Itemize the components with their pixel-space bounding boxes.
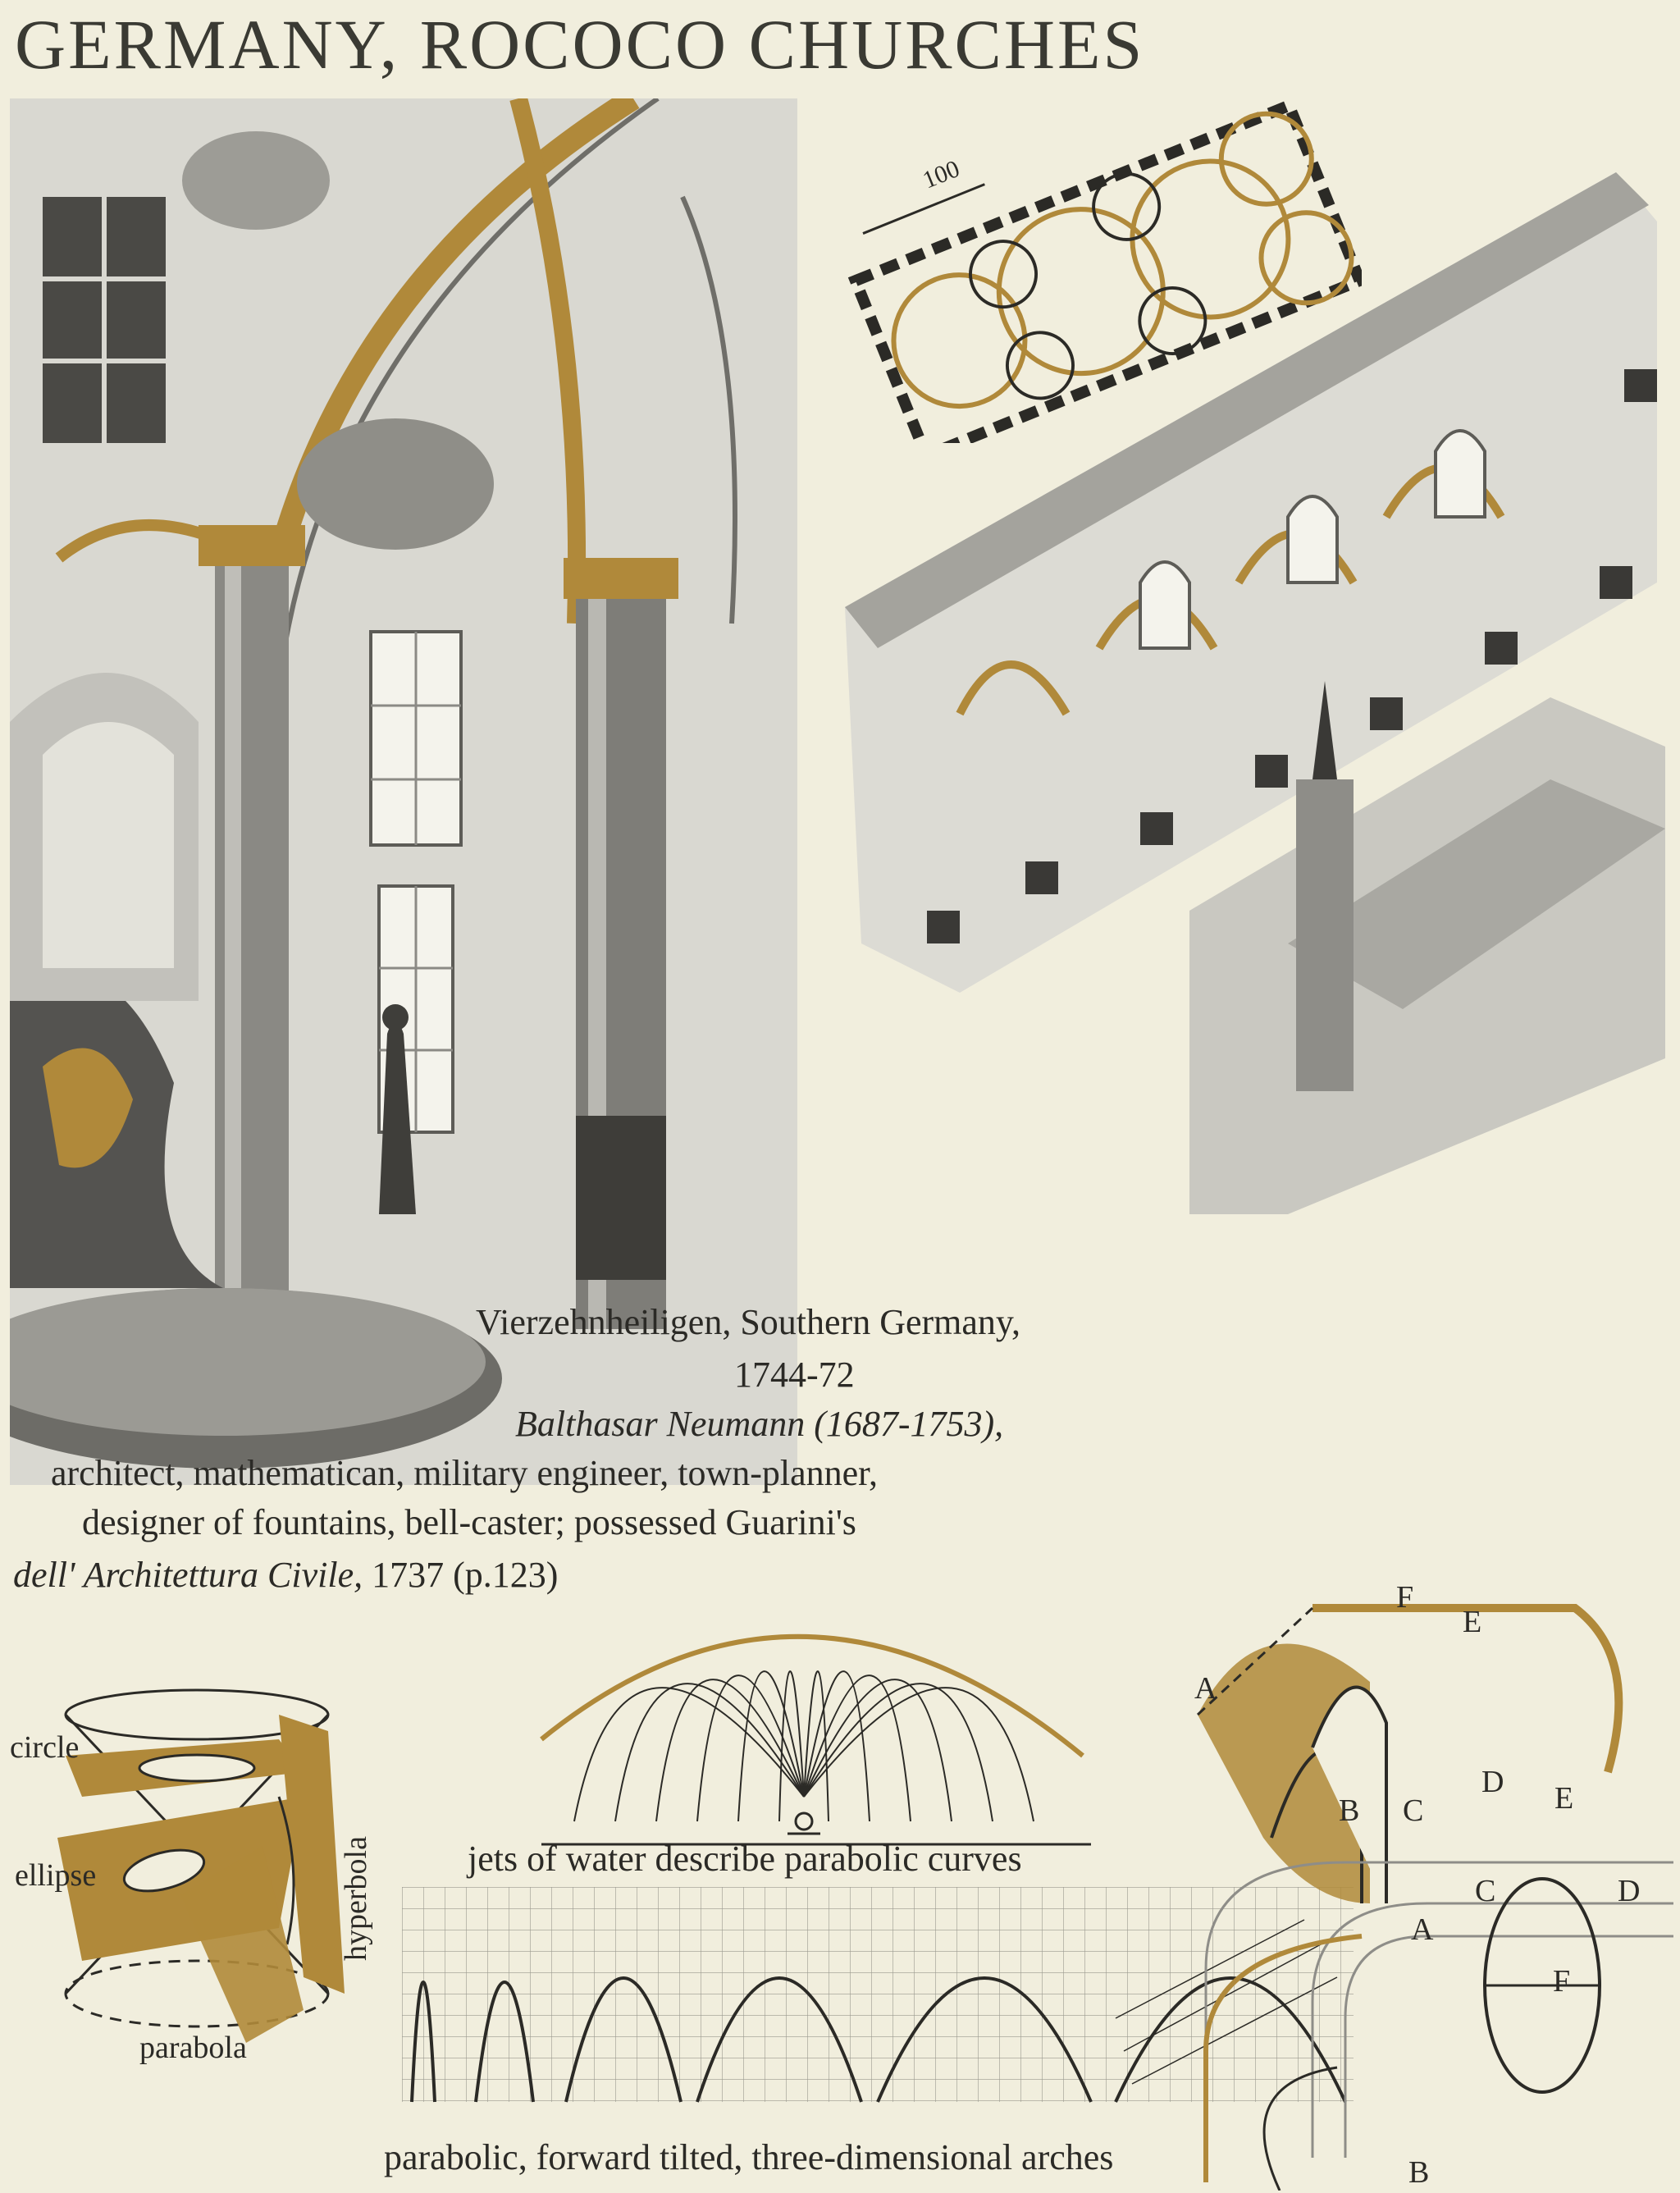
label-hyperbola: hyperbola	[339, 1836, 373, 1961]
geom-label-f-top: F	[1396, 1580, 1414, 1615]
arches-caption: parabolic, forward tilted, three-dimensi…	[384, 2137, 1114, 2177]
caption-date-page: 1737 (p.123)	[363, 1555, 559, 1595]
caption-line-3: Balthasar Neumann (1687-1753),	[515, 1404, 1004, 1444]
geom-label-c-top: C	[1403, 1793, 1424, 1828]
fountain-caption: jets of water describe parabolic curves	[468, 1839, 1022, 1879]
caption-line-2: 1744-72	[734, 1355, 855, 1395]
caption-line-1: Vierzehnheiligen, Southern Germany,	[476, 1302, 1021, 1342]
label-parabola: parabola	[139, 2031, 247, 2065]
geom-label-b-top: B	[1339, 1793, 1360, 1828]
parabolic-arches-diagram	[402, 1887, 1354, 2103]
label-circle: circle	[10, 1730, 80, 1765]
caption-book-title: dell' Architettura Civile,	[13, 1555, 363, 1595]
geom-label-a-bottom: A	[1411, 1912, 1434, 1947]
caption-line-4: architect, mathematican, military engine…	[51, 1453, 879, 1493]
vault-geometry-diagram	[1196, 1604, 1673, 2191]
geom-label-f-bottom: F	[1553, 1964, 1571, 1999]
geom-label-e-top: E	[1463, 1605, 1482, 1639]
geom-label-e-bottom: E	[1554, 1781, 1574, 1816]
fountain-jets-diagram	[540, 1633, 1091, 1846]
floor-plan: 100	[847, 98, 1362, 443]
geom-label-c-bottom: C	[1475, 1874, 1496, 1908]
cutaway-isometric-drawing	[845, 172, 1665, 1214]
geom-label-b-bottom: B	[1408, 2155, 1430, 2190]
geom-label-d-top: D	[1481, 1765, 1504, 1799]
geom-label-a-top: A	[1194, 1671, 1217, 1706]
geom-label-d-bottom: D	[1618, 1874, 1641, 1908]
conic-sections-diagram	[57, 1688, 345, 2043]
label-ellipse: ellipse	[15, 1858, 97, 1893]
church-interior-illustration	[10, 98, 797, 1485]
page-title: GERMANY, ROCOCO CHURCHES	[15, 5, 1145, 84]
caption-line-5: designer of fountains, bell-caster; poss…	[82, 1502, 856, 1542]
caption-line-6: dell' Architettura Civile, 1737 (p.123)	[13, 1551, 558, 1600]
